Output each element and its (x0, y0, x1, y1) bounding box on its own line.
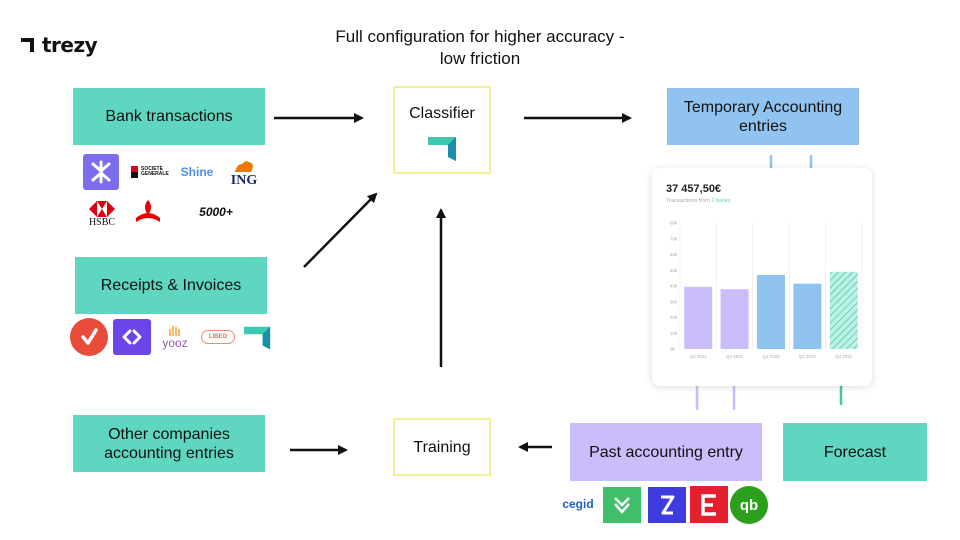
trezy-t-small-icon (243, 326, 271, 350)
bank-logo-shine: Shine (177, 163, 217, 181)
chart-y-tick: 80k (670, 221, 678, 226)
quickbooks-text: qb (739, 496, 759, 514)
ing-text: ING (230, 173, 258, 188)
other-companies-node[interactable]: Other companies accounting entries (73, 415, 265, 472)
receipt-logo-libeo: LIBEO (201, 330, 235, 344)
double-chevron-icon (122, 329, 142, 345)
chart-y-tick: 40k (670, 284, 678, 289)
chart-subtitle: Transactions from 2 banks (666, 198, 731, 204)
chart-x-tick: Q2 2022 (799, 354, 817, 359)
chart-bar-forecast[interactable] (829, 271, 858, 349)
other-companies-line-2: accounting entries (104, 444, 234, 462)
bank-logo-swan (83, 154, 119, 190)
diagram-title: Full configuration for higher accuracy -… (300, 26, 660, 70)
title-line-1: Full configuration for higher accuracy - (335, 27, 625, 46)
accounting-logo-e (690, 486, 728, 523)
brand-name: trezy (42, 33, 98, 57)
forecast-chart-card: 37 457,50€ Transactions from 2 banks 0k 1… (652, 168, 872, 386)
e-letter-icon (701, 493, 716, 516)
arrow-receipts-to-classifier (303, 192, 378, 268)
accounting-logo-z (648, 487, 686, 523)
temporary-entries-node[interactable]: Temporary Accounting entries (667, 88, 859, 145)
chart-bar-past[interactable] (684, 286, 713, 349)
sg-line-2: GENERALE (141, 171, 169, 177)
forecast-label: Forecast (823, 443, 887, 461)
other-companies-label: Other companies accounting entries (104, 425, 234, 463)
receipt-logo-yooz: yooz (156, 322, 194, 352)
hsbc-hexagon-icon (89, 200, 115, 217)
accounting-logo-cegid: cegid (557, 494, 599, 514)
chart-x-tick: Q3 2022 (835, 354, 853, 359)
z-bolt-icon (661, 495, 675, 515)
sg-line-1: SOCIETE (141, 165, 163, 172)
temporary-entries-label: Temporary Accounting entries (684, 98, 842, 136)
title-line-2: low friction (439, 49, 521, 68)
shine-text: Shine (180, 165, 214, 179)
bank-logo-societe-generale: SOCIETE GENERALE (131, 165, 177, 179)
chart-y-tick: 20k (670, 315, 678, 320)
chart-y-tick: 50k (670, 268, 678, 273)
past-entry-node[interactable]: Past accounting entry (570, 423, 762, 481)
chart-y-tick: 30k (670, 299, 678, 304)
other-companies-line-1: Other companies (108, 425, 230, 443)
sg-square-icon (131, 166, 138, 178)
sg-text: SOCIETE GENERALE (141, 165, 169, 178)
hsbc-text: HSBC (88, 216, 116, 228)
chart-subtitle-prefix: Transactions from (666, 198, 710, 204)
temporary-entries-line-2: entries (738, 117, 788, 135)
accounting-logo-quickbooks: qb (730, 486, 768, 524)
chart-x-tick: Q4 2021 (726, 354, 744, 359)
santander-flame-icon (136, 200, 160, 222)
receipt-logo-check (70, 318, 108, 356)
classifier-node[interactable]: Classifier (393, 86, 491, 174)
chart-x-tick: Q1 2022 (762, 354, 780, 359)
libeo-text: LIBEO (208, 334, 228, 340)
trezy-logo[interactable]: trezy (20, 33, 98, 57)
yooz-text: yooz (162, 336, 188, 350)
chart-y-tick: 10k (670, 331, 678, 336)
chart-y-tick: 70k (670, 236, 678, 241)
chart-bar-temporary[interactable] (757, 274, 785, 349)
chart-bar-past[interactable] (720, 289, 749, 349)
chart-x-tick: Q3 2021 (690, 354, 708, 359)
trezy-mark-icon (21, 38, 34, 52)
forecast-node[interactable]: Forecast (783, 423, 927, 481)
past-entry-label: Past accounting entry (589, 443, 743, 461)
receipt-logo-trezy (240, 320, 274, 354)
training-node[interactable]: Training (393, 418, 491, 476)
accounting-logo-shield (603, 487, 641, 523)
yooz-hand-icon (169, 326, 180, 336)
swan-x-icon (91, 160, 111, 184)
bar-chart: 0k 10k 20k 30k 40k 50k 60k 70k 80k Q3 2021 Q4 2021… (670, 221, 863, 359)
check-icon (81, 328, 98, 345)
bank-logo-ing: ING (224, 156, 264, 190)
chart-y-tick: 60k (670, 252, 678, 257)
bank-transactions-node[interactable]: Bank transactions (73, 88, 265, 145)
bank-more-text: 5000+ (199, 205, 233, 219)
chart-y-tick: 0k (670, 347, 676, 352)
bank-logos-more: 5000+ (188, 203, 244, 221)
training-label: Training (413, 438, 471, 456)
temporary-entries-line-1: Temporary Accounting (683, 98, 843, 116)
cegid-text: cegid (562, 497, 594, 511)
receipts-invoices-label: Receipts & Invoices (100, 277, 242, 294)
chart-subtitle-link[interactable]: 2 banks (711, 198, 731, 204)
trezy-t-icon (428, 137, 456, 161)
ing-lion-icon (235, 161, 253, 172)
receipt-logo-arrows (113, 319, 151, 355)
chart-bar-temporary[interactable] (793, 283, 822, 349)
bank-transactions-label: Bank transactions (105, 108, 233, 125)
receipts-invoices-node[interactable]: Receipts & Invoices (75, 257, 267, 314)
bank-logo-hsbc: HSBC (80, 197, 124, 231)
chart-amount: 37 457,50€ (666, 183, 722, 195)
classifier-label: Classifier (409, 105, 475, 122)
bank-logo-santander (131, 197, 165, 225)
shield-icon (614, 497, 630, 514)
